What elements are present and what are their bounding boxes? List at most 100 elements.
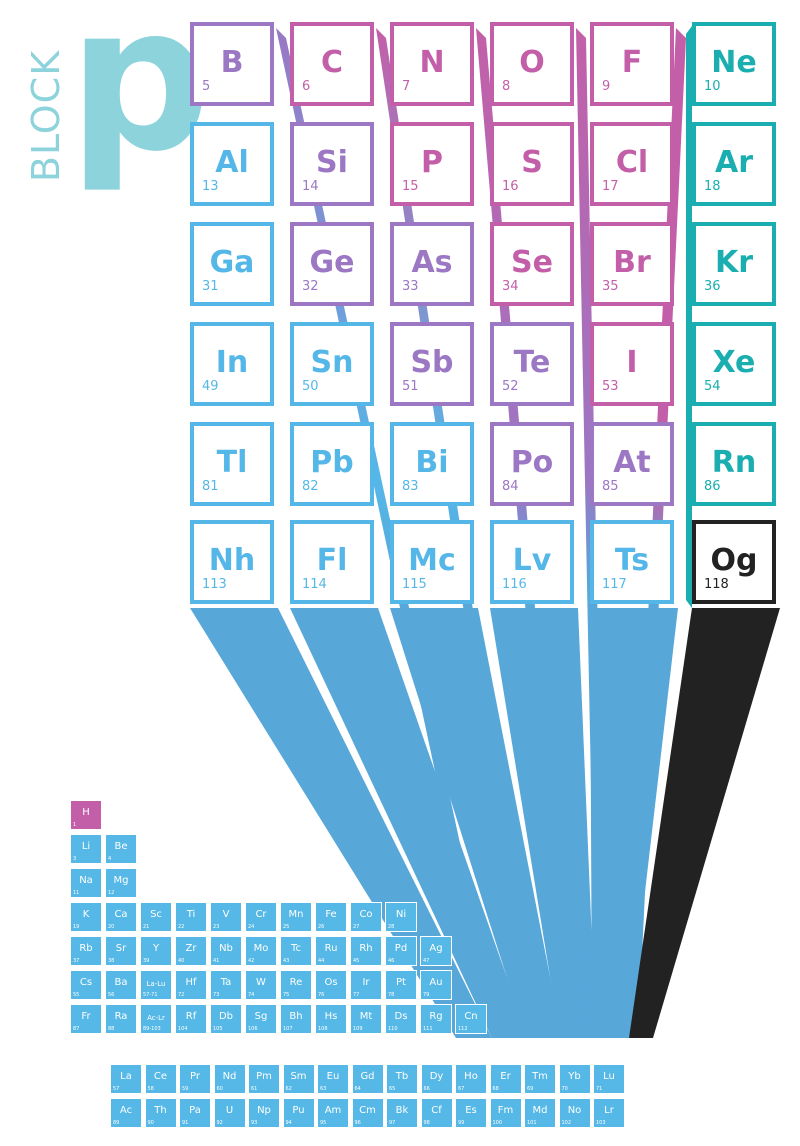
- mini-atomic-number: 39: [143, 958, 150, 964]
- mini-element-symbol: Bk: [395, 1105, 409, 1116]
- mini-element-symbol: Pu: [292, 1105, 305, 1116]
- mini-element-symbol: Nd: [222, 1071, 237, 1082]
- mini-element-symbol: Rg: [429, 1011, 443, 1022]
- mini-atomic-number: 74: [248, 992, 255, 998]
- element-symbol: Kr: [714, 245, 754, 280]
- mini-atomic-number: 69: [527, 1086, 534, 1092]
- mini-element-symbol: Ac: [119, 1105, 133, 1116]
- mini-element-symbol: Au: [429, 977, 443, 988]
- mini-element-symbol: Zr: [185, 943, 197, 954]
- mini-atomic-number: 57: [113, 1086, 120, 1092]
- element-symbol: At: [613, 445, 651, 480]
- mini-atomic-number: 93: [251, 1120, 258, 1126]
- element-symbol: B: [220, 45, 244, 80]
- mini-element-symbol: Pa: [189, 1105, 201, 1116]
- element-symbol: Lv: [512, 543, 552, 578]
- mini-atomic-number: 78: [388, 992, 395, 998]
- mini-element-symbol: Ce: [153, 1071, 168, 1082]
- atomic-number: 18: [704, 179, 721, 194]
- atomic-number: 16: [502, 179, 519, 194]
- mini-atomic-number: 12: [108, 890, 115, 896]
- atomic-number: 83: [402, 479, 419, 494]
- mini-element-symbol: Lr: [604, 1105, 614, 1116]
- title-letter: p: [68, 0, 212, 196]
- element-symbol: Og: [710, 543, 758, 578]
- atomic-number: 114: [302, 577, 327, 592]
- mini-element-symbol: Cf: [431, 1105, 442, 1116]
- mini-element-symbol: Gd: [360, 1071, 375, 1082]
- mini-element-symbol: Cs: [79, 977, 93, 988]
- mini-element-symbol: Tb: [395, 1071, 409, 1082]
- mini-atomic-number: 59: [182, 1086, 189, 1092]
- atomic-number: 50: [302, 379, 319, 394]
- mini-element-symbol: Tm: [532, 1071, 548, 1082]
- mini-element-symbol: Ni: [395, 909, 407, 920]
- mini-element-symbol: Co: [359, 909, 373, 920]
- mini-element-symbol: Hf: [185, 977, 197, 988]
- atomic-number: 31: [202, 279, 219, 294]
- mini-element-symbol: Ra: [114, 1011, 128, 1022]
- atomic-number: 6: [302, 79, 311, 94]
- mini-element-symbol: Ag: [429, 943, 443, 954]
- mini-element-symbol: Os: [324, 977, 338, 988]
- mini-element-symbol: Ta: [220, 977, 232, 988]
- element-symbol: Ga: [209, 245, 255, 280]
- mini-atomic-number: 43: [283, 958, 290, 964]
- element-symbol: Mc: [408, 543, 456, 578]
- mini-element-symbol: Es: [465, 1105, 477, 1116]
- atomic-number: 5: [202, 79, 211, 94]
- mini-atomic-number: 104: [178, 1026, 188, 1032]
- mini-atomic-number: 89-103: [143, 1026, 161, 1032]
- mini-atomic-number: 107: [283, 1026, 293, 1032]
- mini-atomic-number: 77: [353, 992, 360, 998]
- atomic-number: 117: [602, 577, 627, 592]
- element-symbol: Po: [510, 445, 554, 480]
- element-symbol: I: [626, 345, 638, 380]
- mini-element-symbol: Cn: [464, 1011, 478, 1022]
- beam-front-4: [590, 608, 678, 1038]
- mini-atomic-number: 94: [285, 1120, 292, 1126]
- mini-cell-ac-lr: Ac-Lr 89-103: [140, 1004, 172, 1034]
- mini-atomic-number: 42: [248, 958, 255, 964]
- mini-element-symbol: Fr: [81, 1011, 91, 1022]
- mini-element-symbol: Ac-Lr: [147, 1014, 165, 1022]
- mini-element-symbol: Er: [500, 1071, 511, 1082]
- atomic-number: 34: [502, 279, 519, 294]
- mini-element-symbol: Db: [218, 1011, 234, 1022]
- mini-atomic-number: 96: [354, 1120, 361, 1126]
- atomic-number: 13: [202, 179, 219, 194]
- mini-atomic-number: 91: [182, 1120, 189, 1126]
- element-symbol: In: [215, 345, 249, 380]
- mini-element-symbol: Fe: [325, 909, 337, 920]
- mini-element-symbol: Sr: [115, 943, 127, 954]
